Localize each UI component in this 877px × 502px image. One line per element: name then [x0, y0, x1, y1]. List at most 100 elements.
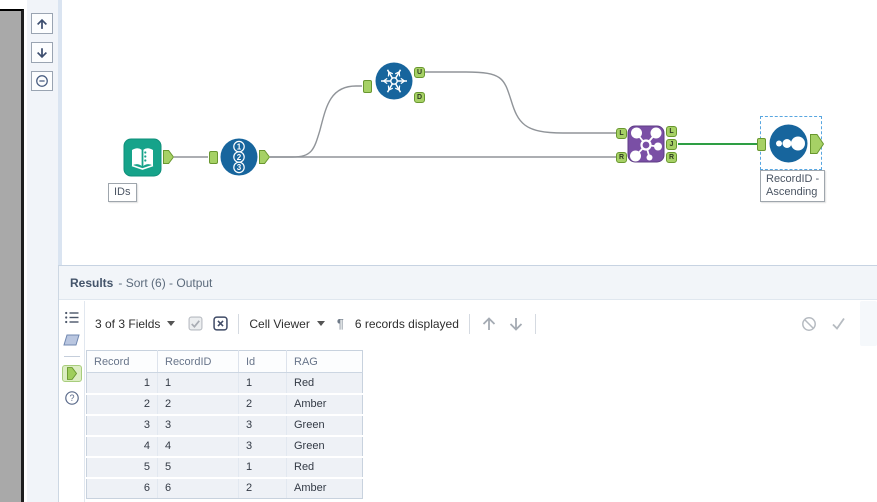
show-whitespace-button[interactable]: ¶ [336, 316, 344, 331]
scroll-to-top-button[interactable] [480, 315, 498, 333]
chevron-down-icon [316, 321, 325, 326]
select-all-checkbox-button[interactable] [188, 316, 203, 331]
sort-annotation[interactable]: RecordID - Ascending [760, 170, 826, 202]
column-header-rag[interactable]: RAG [286, 350, 363, 373]
sort-annotation-line1: RecordID - [766, 173, 820, 185]
unique-input-anchor[interactable] [363, 80, 372, 98]
results-subtitle: - Sort (6) - Output [118, 275, 213, 290]
canvas-side-rail [27, 0, 58, 502]
toolbar-divider [238, 313, 240, 334]
arrow-down-icon [37, 47, 47, 58]
tool-join[interactable] [627, 125, 665, 163]
join-output-anchor-l[interactable]: L [666, 126, 677, 137]
data-cell[interactable]: 1 [238, 456, 287, 479]
row-number-cell[interactable]: 5 [86, 456, 158, 479]
data-cell[interactable]: Green [286, 435, 363, 458]
data-cell[interactable]: Red [286, 372, 363, 395]
unique-output-anchor-d[interactable]: D [414, 92, 425, 103]
results-header: Results - Sort (6) - Output [59, 266, 877, 300]
unique-output-anchor-u[interactable]: U [414, 67, 425, 78]
output-anchor-view-button[interactable] [61, 364, 82, 382]
toolbar-divider [468, 313, 470, 334]
fields-dropdown[interactable]: 3 of 3 Fields [95, 316, 176, 331]
scroll-up-button[interactable] [31, 13, 53, 34]
join-output-anchor-j[interactable]: J [666, 139, 677, 150]
data-cell[interactable]: 1 [157, 372, 239, 395]
join-output-anchor-r[interactable]: R [666, 152, 677, 163]
join-input-anchor-r[interactable]: R [616, 152, 627, 163]
tool-sort[interactable] [769, 124, 808, 163]
data-cell[interactable]: 6 [157, 477, 239, 499]
row-number-cell[interactable]: 1 [86, 372, 158, 395]
chevron-down-icon [167, 321, 176, 326]
data-cell[interactable]: 2 [238, 477, 287, 499]
sort-input-anchor[interactable] [757, 138, 766, 156]
cell-viewer-dropdown[interactable]: Cell Viewer [249, 317, 325, 331]
connection-wires [174, 71, 757, 158]
data-cell[interactable]: 3 [238, 414, 287, 437]
toolbar-scroll-pad [860, 301, 877, 346]
view-switcher-divider [63, 356, 80, 357]
scroll-to-bottom-button[interactable] [507, 315, 525, 333]
recordid-output-anchor[interactable] [259, 150, 271, 169]
collapse-button[interactable] [31, 71, 53, 91]
deselect-all-button[interactable] [213, 316, 229, 331]
data-cell[interactable]: 3 [157, 414, 239, 437]
output-anchor-highlight [61, 364, 82, 382]
output-anchor-icon [810, 134, 825, 154]
tool-record-id[interactable]: 1 2 3 [220, 138, 258, 176]
tool-input-data[interactable] [123, 138, 162, 177]
sort-output-anchor[interactable] [810, 134, 825, 159]
data-cell[interactable]: 2 [157, 393, 239, 416]
row-number-cell[interactable]: 2 [86, 393, 158, 416]
column-header-recordid[interactable]: RecordID [157, 350, 239, 373]
workflow-canvas[interactable]: IDs 1 2 3 [58, 0, 877, 265]
column-header-id[interactable]: Id [238, 350, 287, 373]
help-button[interactable]: ? [62, 389, 82, 407]
input-data-output-anchor[interactable] [163, 150, 175, 169]
row-number-cell[interactable]: 4 [86, 435, 158, 458]
circle-minus-icon [36, 75, 48, 87]
input-anchor-icon [363, 80, 372, 93]
cancel-button[interactable] [801, 316, 817, 332]
row-number-cell[interactable]: 6 [86, 477, 158, 499]
row-number-cell[interactable]: 3 [86, 414, 158, 437]
tool-unique[interactable] [375, 62, 413, 100]
scroll-down-button[interactable] [31, 42, 53, 63]
input-data-book-icon [123, 138, 162, 177]
recordid-input-anchor[interactable] [209, 151, 218, 169]
data-cell[interactable]: Amber [286, 477, 363, 499]
data-cell[interactable]: Red [286, 456, 363, 479]
data-cell[interactable]: Green [286, 414, 363, 437]
metadata-view-button[interactable] [62, 331, 82, 349]
data-cell[interactable]: 3 [238, 435, 287, 458]
svg-text:2: 2 [237, 153, 242, 162]
arrow-down-icon [509, 317, 523, 331]
data-cell[interactable]: Amber [286, 393, 363, 416]
data-cell[interactable]: 2 [238, 393, 287, 416]
join-input-anchor-l[interactable]: L [616, 128, 627, 139]
data-cell[interactable]: 4 [157, 435, 239, 458]
sort-annotation-line2: Ascending [766, 186, 818, 198]
column-header-record[interactable]: Record [86, 350, 158, 373]
svg-text:1: 1 [237, 142, 242, 151]
results-view-switcher: ? [59, 301, 85, 502]
join-network-icon [627, 125, 665, 163]
apply-button[interactable] [830, 315, 847, 332]
input-data-annotation[interactable]: IDs [108, 183, 137, 202]
data-cell[interactable]: 5 [157, 456, 239, 479]
output-anchor-icon [163, 150, 175, 164]
results-title: Results [70, 275, 114, 290]
data-cell[interactable]: 1 [238, 372, 287, 395]
annotation-list-view-button[interactable] [62, 308, 82, 326]
fields-dropdown-label: 3 of 3 Fields [95, 316, 161, 331]
records-displayed-label: 6 records displayed [354, 316, 459, 331]
